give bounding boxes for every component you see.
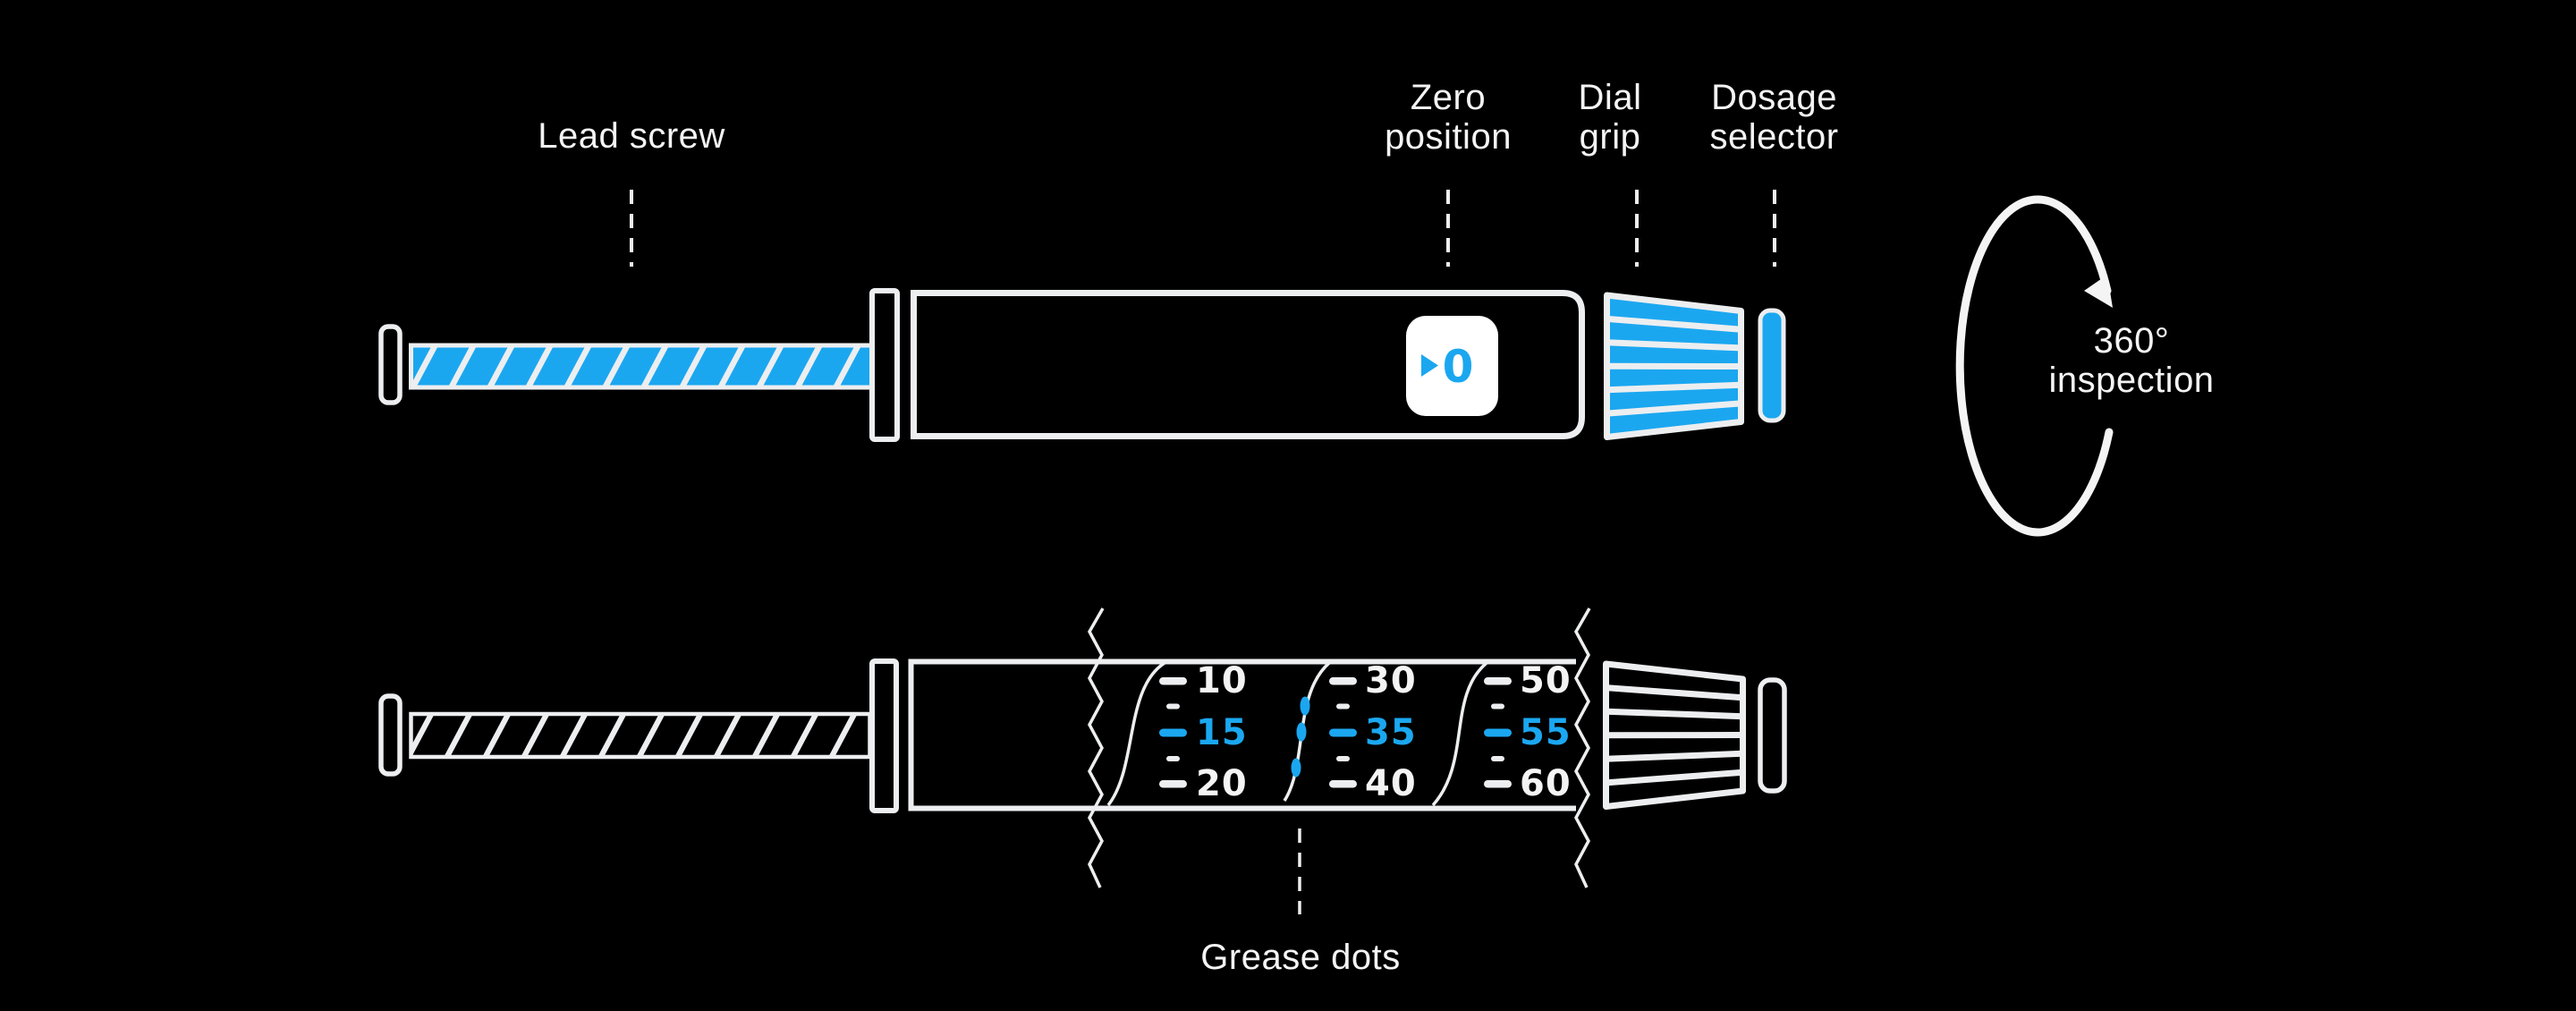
- dose-number-40: 40: [1365, 763, 1417, 804]
- zero-position-window: [1406, 316, 1498, 416]
- dial-grip-ridge: [1606, 750, 1743, 762]
- dial-grip-ridge: [1606, 381, 1741, 394]
- dosage-selector-part: [1758, 308, 1786, 423]
- scale-band-curve-1: [1106, 661, 1165, 807]
- dosage-selector-label: Dosage selector: [1709, 78, 1839, 157]
- piston-plate: [869, 288, 900, 442]
- scale-band-curve-2: [1283, 661, 1331, 802]
- dial-grip-ridge: [1606, 769, 1743, 786]
- rotation-arrow-icon: [1955, 195, 2114, 537]
- tick-major: [1484, 677, 1512, 685]
- dial-grip-ridge: [1606, 339, 1741, 352]
- dial-grip-ridge: [1606, 315, 1741, 333]
- tick-minor: [1166, 756, 1180, 761]
- dial-grip-part: [1604, 292, 1744, 440]
- grease-dots-label: Grease dots: [1200, 938, 1401, 977]
- pen-body-outline: [908, 658, 1576, 811]
- dial-grip-label: Dial grip: [1578, 78, 1642, 157]
- dose-number-60: 60: [1520, 763, 1572, 804]
- tick-minor: [1166, 703, 1180, 709]
- rotation-arrow-arc: [2034, 195, 2112, 295]
- tick-minor: [1491, 756, 1504, 761]
- dose-number-20: 20: [1196, 763, 1248, 804]
- dose-number-10: 10: [1196, 660, 1248, 701]
- grease-dot: [1300, 696, 1310, 716]
- break-line-right: [1573, 607, 1591, 888]
- pen-bottom-view: [378, 607, 1787, 914]
- lead-screw-rod-outline: [409, 711, 872, 760]
- piston-plate-outline: [869, 658, 899, 813]
- tick-minor: [1491, 703, 1504, 709]
- dose-number-30: 30: [1365, 660, 1417, 701]
- tick-major: [1484, 780, 1512, 788]
- pen-top-view: [378, 288, 1786, 442]
- lead-screw-label: Lead screw: [538, 116, 725, 156]
- dose-number-55: 55: [1520, 712, 1572, 753]
- dose-number-15: 15: [1196, 712, 1248, 753]
- tick-major: [1329, 780, 1357, 788]
- break-line-left: [1087, 607, 1105, 888]
- tick-major: [1159, 677, 1187, 685]
- dosage-selector-part-outline: [1758, 677, 1787, 794]
- dose-window-value: 0: [1442, 341, 1474, 393]
- tick-major-accent: [1484, 728, 1512, 737]
- grease-dot: [1291, 758, 1301, 777]
- tick-major: [1159, 780, 1187, 788]
- rotation-ellipse-arc: [1955, 195, 2114, 537]
- tick-major-accent: [1329, 728, 1357, 737]
- dose-pointer-icon: [1421, 354, 1438, 377]
- inspection-360-label: 360° inspection: [2048, 321, 2215, 400]
- tick-minor: [1336, 703, 1350, 709]
- dial-grip-ridge: [1606, 400, 1741, 417]
- lead-screw-rod: [409, 343, 874, 390]
- tick-minor: [1336, 756, 1350, 761]
- grease-dot: [1296, 722, 1307, 742]
- dose-number-50: 50: [1520, 660, 1572, 701]
- zero-position-label: Zero position: [1385, 78, 1512, 157]
- tick-major-accent: [1159, 728, 1187, 737]
- dose-number-35: 35: [1365, 712, 1417, 753]
- dial-grip-part-outline: [1603, 660, 1746, 810]
- dial-grip-ridge: [1606, 684, 1743, 701]
- rotation-arrowhead: [2084, 275, 2113, 308]
- tick-major: [1329, 677, 1357, 685]
- dial-grip-ridge: [1606, 708, 1743, 720]
- lead-screw-end-cap: [378, 324, 402, 405]
- scale-band-curve-3: [1431, 661, 1488, 807]
- lead-screw-end-cap-outline: [378, 693, 402, 777]
